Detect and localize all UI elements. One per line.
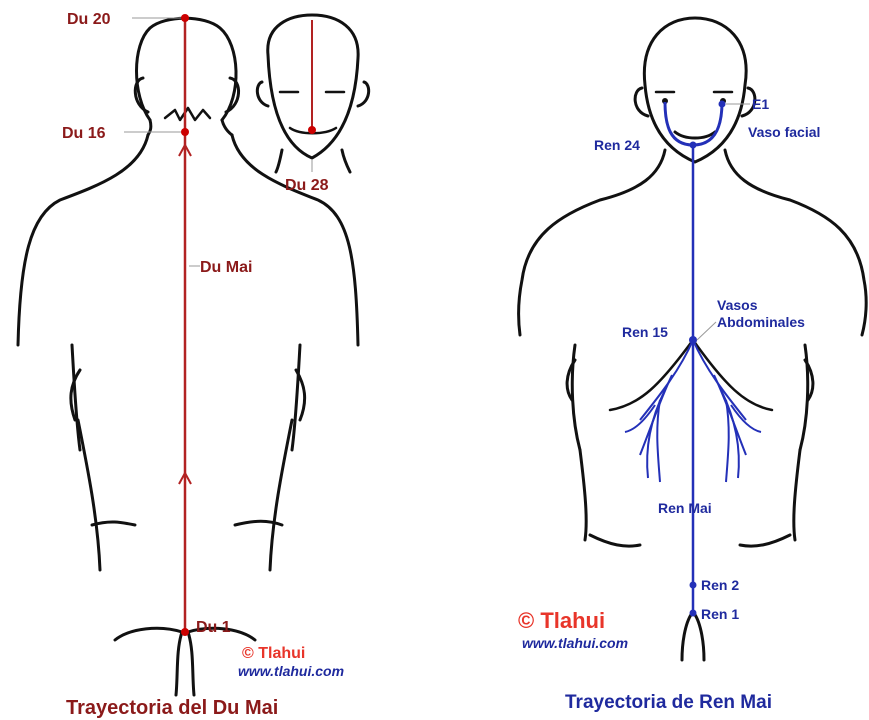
du-mai-label: Du Mai <box>200 259 252 276</box>
back-body-outline <box>18 18 358 695</box>
du28-point <box>308 126 316 134</box>
du1-point <box>181 628 189 636</box>
e1-point <box>719 101 726 108</box>
du16-point <box>181 128 189 136</box>
ren2-point <box>690 582 697 589</box>
url-right: www.tlahui.com <box>522 635 628 651</box>
e1-label: E1 <box>752 96 769 112</box>
ren24-point <box>690 142 697 149</box>
copyright-right: © Tlahui <box>518 608 605 633</box>
du28-label: Du 28 <box>285 177 329 194</box>
du20-point <box>181 14 189 22</box>
url-left: www.tlahui.com <box>238 663 344 679</box>
du1-label: Du 1 <box>196 619 231 636</box>
caption-left: Trayectoria del Du Mai <box>66 697 278 719</box>
du20-label: Du 20 <box>67 11 111 28</box>
vasos-label: Vasos <box>717 297 758 313</box>
ren24-label: Ren 24 <box>594 137 640 153</box>
abdominales-label: Abdominales <box>717 314 805 330</box>
ren1-point <box>690 610 697 617</box>
copyright-left: © Tlahui <box>242 645 305 662</box>
ren15-label: Ren 15 <box>622 324 668 340</box>
ren1-label: Ren 1 <box>701 606 739 622</box>
ren-mai-label: Ren Mai <box>658 500 712 516</box>
du-mai-meridian <box>124 14 312 636</box>
ren2-label: Ren 2 <box>701 577 739 593</box>
caption-right: Trayectoria de Ren Mai <box>565 692 772 713</box>
vaso-facial-label: Vaso facial <box>748 124 820 140</box>
du16-label: Du 16 <box>62 125 106 142</box>
front-face-small <box>257 15 368 172</box>
